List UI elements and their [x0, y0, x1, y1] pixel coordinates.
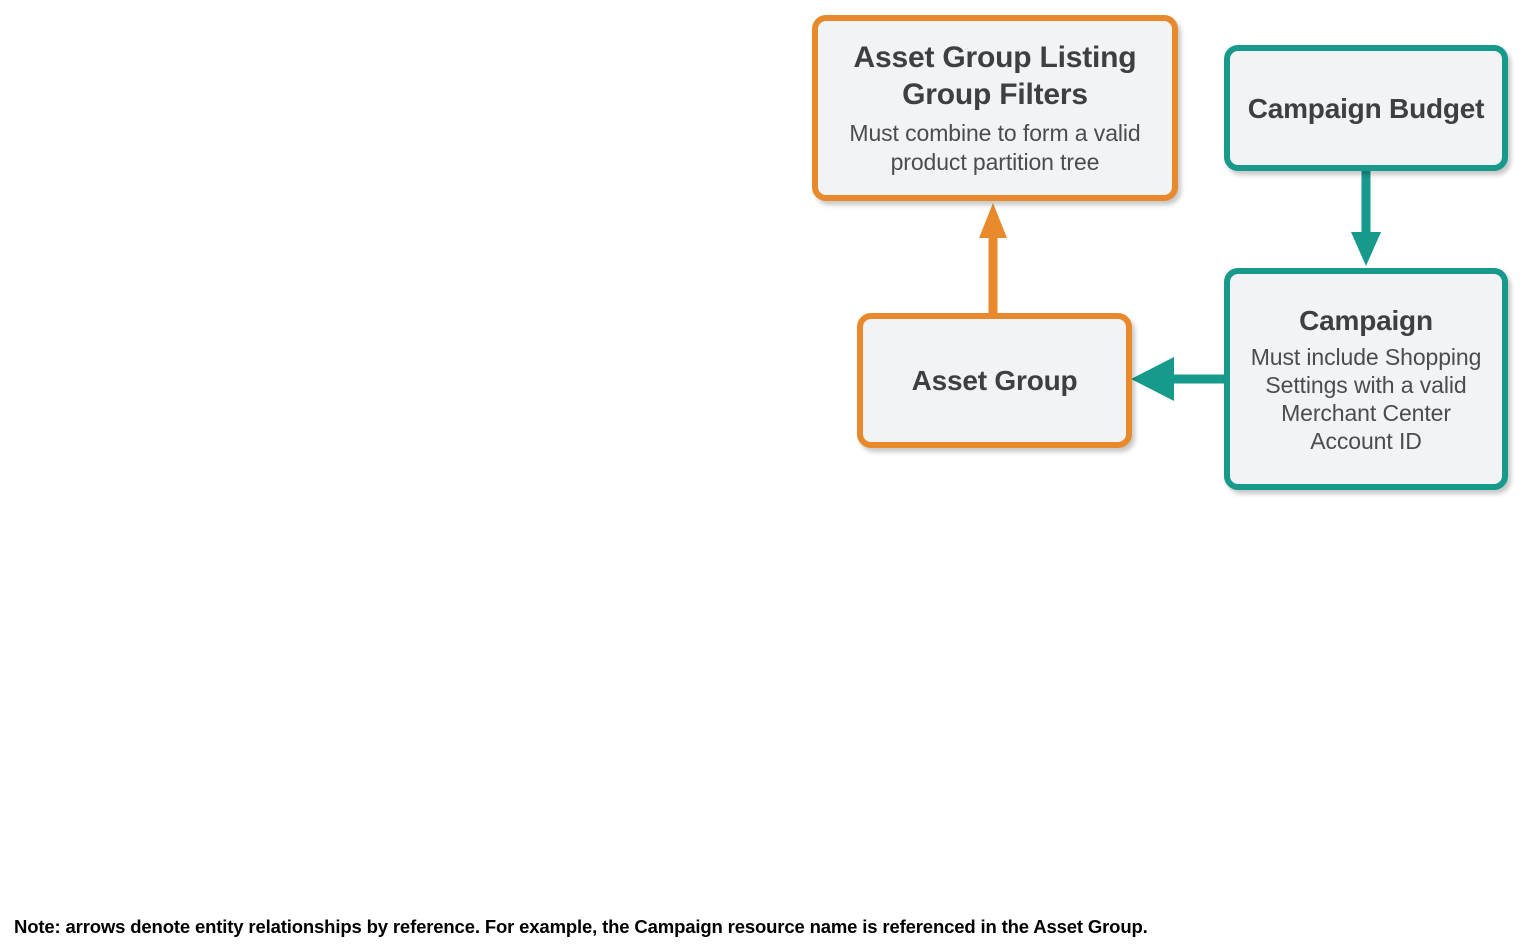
node-title: Asset Group Listing Group Filters — [853, 41, 1137, 111]
node-subtitle: Must include Shopping Settings with a va… — [1250, 344, 1482, 454]
edge-campaign-budget-to-campaign — [1351, 171, 1381, 266]
node-title: Asset Group — [911, 364, 1078, 396]
edge-campaign-to-asset-group — [1131, 357, 1224, 401]
node-title: Campaign — [1299, 305, 1433, 336]
node-asset-group[interactable]: Asset Group — [857, 313, 1132, 448]
node-title: Campaign Budget — [1247, 92, 1485, 124]
node-campaign[interactable]: Campaign Must include Shopping Settings … — [1224, 268, 1508, 490]
node-campaign-budget[interactable]: Campaign Budget — [1224, 45, 1508, 171]
node-asset-group-listing-group-filters[interactable]: Asset Group Listing Group Filters Must c… — [812, 15, 1178, 201]
node-subtitle: Must combine to form a valid product par… — [849, 120, 1141, 175]
diagram-footnote: Note: arrows denote entity relationships… — [14, 916, 1148, 937]
edge-asset-group-to-listing-group-filters — [979, 203, 1007, 313]
